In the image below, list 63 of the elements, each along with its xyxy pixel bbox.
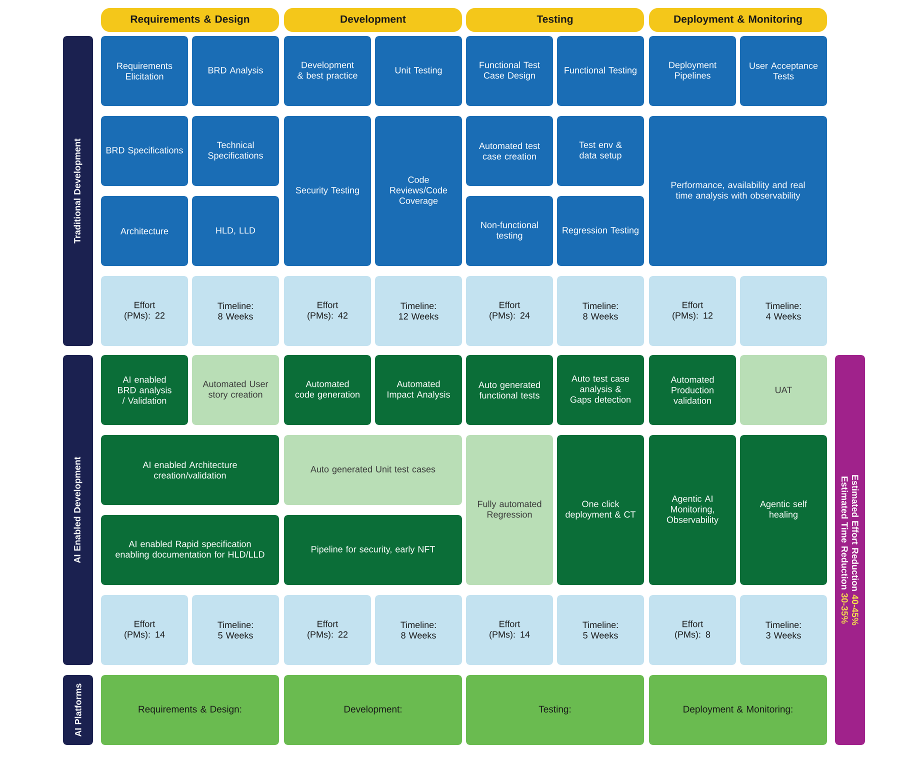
effort-cell: Timeline: 8 Weeks xyxy=(375,595,462,665)
activity-box: Automated code generation xyxy=(284,355,371,425)
activity-box: User Acceptance Tests xyxy=(740,36,827,106)
platform-box: Deployment & Monitoring: xyxy=(649,675,827,745)
effort-cell: Effort (PMs): 42 xyxy=(284,276,371,346)
row-label-bar: AI Platforms xyxy=(63,675,93,745)
effort-cell: Effort (PMs): 8 xyxy=(649,595,736,665)
activity-box: Development & best practice xyxy=(284,36,371,106)
activity-box: AI enabled BRD analysis / Validation xyxy=(101,355,188,425)
effort-cell: Timeline: 3 Weeks xyxy=(740,595,827,665)
activity-box: One click deployment & CT xyxy=(557,435,644,585)
effort-cell: Effort (PMs): 14 xyxy=(101,595,188,665)
phase-header-tab: Development xyxy=(284,8,462,32)
activity-box: UAT xyxy=(740,355,827,425)
activity-box: Pipeline for security, early NFT xyxy=(284,515,462,585)
activity-box: Test env & data setup xyxy=(557,116,644,186)
activity-box: Functional Test Case Design xyxy=(466,36,553,106)
reduction-banner: Estimated Effort Reduction 40-45% Estimated Time Reduction 30-35% xyxy=(835,355,865,745)
effort-cell: Timeline: 8 Weeks xyxy=(557,276,644,346)
activity-box: Non-functional testing xyxy=(466,196,553,266)
effort-cell: Timeline: 8 Weeks xyxy=(192,276,279,346)
activity-box: Requirements Elicitation xyxy=(101,36,188,106)
platform-box: Testing: xyxy=(466,675,644,745)
activity-box: Automated Impact Analysis xyxy=(375,355,462,425)
effort-cell: Timeline: 5 Weeks xyxy=(192,595,279,665)
activity-box: BRD Specifications xyxy=(101,116,188,186)
activity-box: AI enabled Rapid specification enabling documentation for HLD/LLD xyxy=(101,515,279,585)
effort-cell: Effort (PMs): 14 xyxy=(466,595,553,665)
activity-box: Security Testing xyxy=(284,116,371,266)
activity-box: Agentic self healing xyxy=(740,435,827,585)
effort-cell: Timeline: 5 Weeks xyxy=(557,595,644,665)
effort-cell: Effort (PMs): 22 xyxy=(284,595,371,665)
platform-box: Requirements & Design: xyxy=(101,675,279,745)
row-label-bar: Traditional Development xyxy=(63,36,93,346)
activity-box: Performance, availability and real time analysis with observability xyxy=(649,116,827,266)
effort-cell: Effort (PMs): 22 xyxy=(101,276,188,346)
activity-box: Code Reviews/Code Coverage xyxy=(375,116,462,266)
platform-box: Development: xyxy=(284,675,462,745)
effort-cell: Effort (PMs): 12 xyxy=(649,276,736,346)
activity-box: Automated User story creation xyxy=(192,355,279,425)
activity-box: Automated Production validation xyxy=(649,355,736,425)
activity-box: Deployment Pipelines xyxy=(649,36,736,106)
activity-box: AI enabled Architecture creation/validation xyxy=(101,435,279,505)
activity-box: Unit Testing xyxy=(375,36,462,106)
activity-box: Functional Testing xyxy=(557,36,644,106)
activity-box: Agentic AI Monitoring, Observability xyxy=(649,435,736,585)
phase-header-tab: Requirements & Design xyxy=(101,8,279,32)
activity-box: Automated test case creation xyxy=(466,116,553,186)
row-label-bar: AI Enabled Development xyxy=(63,355,93,665)
activity-box: Auto generated functional tests xyxy=(466,355,553,425)
phase-header-tab: Deployment & Monitoring xyxy=(649,8,827,32)
activity-box: Auto test case analysis & Gaps detection xyxy=(557,355,644,425)
activity-box: Fully automated Regression xyxy=(466,435,553,585)
activity-box: Technical Specifications xyxy=(192,116,279,186)
activity-box: Architecture xyxy=(101,196,188,266)
effort-cell: Timeline: 4 Weeks xyxy=(740,276,827,346)
phase-header-tab: Testing xyxy=(466,8,644,32)
activity-box: Regression Testing xyxy=(557,196,644,266)
effort-cell: Timeline: 12 Weeks xyxy=(375,276,462,346)
activity-box: HLD, LLD xyxy=(192,196,279,266)
activity-box: BRD Analysis xyxy=(192,36,279,106)
effort-cell: Effort (PMs): 24 xyxy=(466,276,553,346)
activity-box: Auto generated Unit test cases xyxy=(284,435,462,505)
